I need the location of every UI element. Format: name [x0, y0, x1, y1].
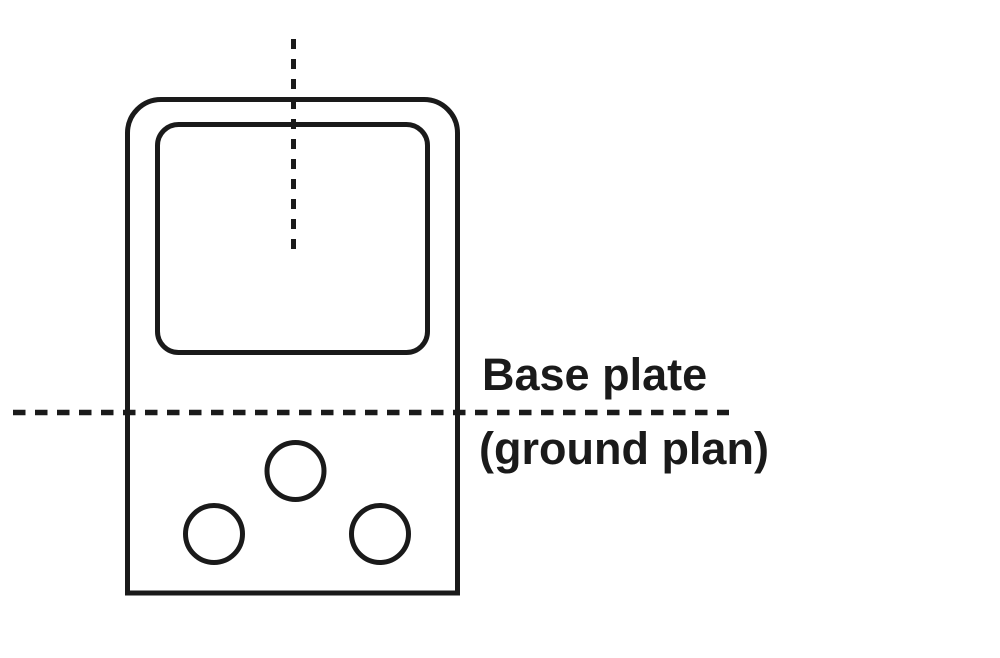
- device-screen-outline: [155, 122, 430, 355]
- base-plate-label: Base plate: [482, 349, 707, 400]
- ground-plan-label: (ground plan): [479, 423, 769, 474]
- mounting-hole-bottom-right: [349, 503, 411, 565]
- device-body-outline: [125, 97, 460, 596]
- mounting-hole-bottom-left: [183, 503, 245, 565]
- mounting-hole-top-center: [264, 440, 327, 502]
